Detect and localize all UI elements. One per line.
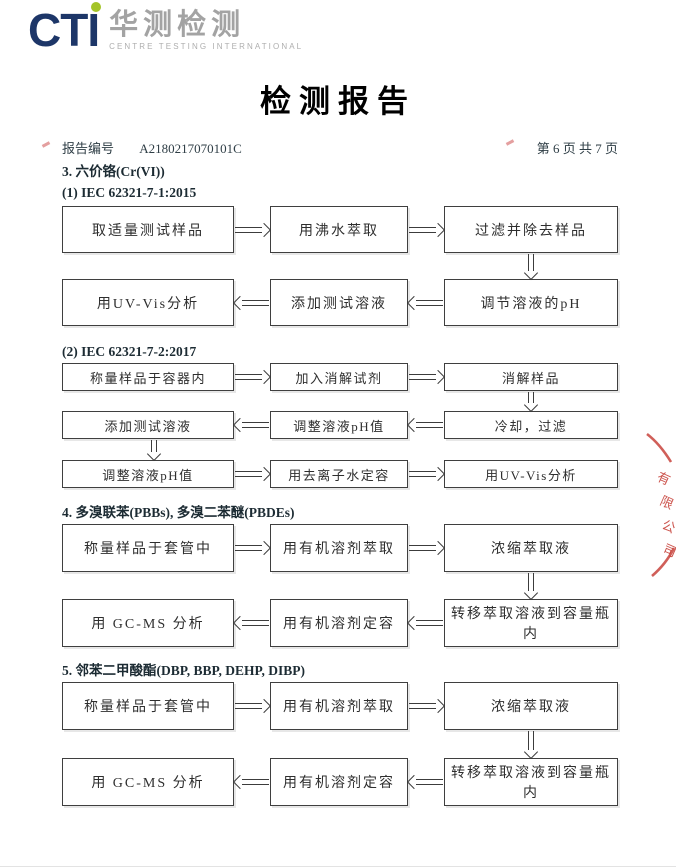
- flow-step-box: 称量样品于容器内: [62, 363, 234, 391]
- stamp-char: 限: [658, 493, 676, 512]
- arrow-down-icon: [146, 440, 162, 462]
- arrow-right-icon: [408, 466, 446, 482]
- flow-step-box: 转移萃取溶液到容量瓶内: [444, 599, 618, 647]
- flow-row: 取适量测试样品 用沸水萃取 过滤并除去样品: [62, 206, 618, 253]
- flow-step-box: 添加测试溶液: [270, 279, 408, 326]
- cti-logo-acronym: CTI: [28, 2, 102, 53]
- arrow-left-icon: [232, 615, 270, 631]
- flow-step-box: 用 GC-MS 分析: [62, 758, 234, 806]
- report-content: 3. 六价铬(Cr(VI)) (1) IEC 62321-7-1:2015 取适…: [62, 163, 618, 806]
- flow-step-box: 用有机溶剂萃取: [270, 682, 408, 730]
- flow-step-box: 调节溶液的pH: [444, 279, 618, 326]
- flow-row: 称量样品于套管中 用有机溶剂萃取 浓缩萃取液: [62, 682, 618, 730]
- arrow-down-icon: [523, 731, 539, 760]
- flow-connector-row: [62, 391, 618, 413]
- report-meta-row: 报告编号 A2180217070101C 第 6 页 共 7 页: [62, 138, 618, 157]
- flow-row: 调整溶液pH值 用去离子水定容 用UV-Vis分析: [62, 460, 618, 488]
- logo-english-name: CENTRE TESTING INTERNATIONAL: [109, 42, 304, 51]
- arrow-right-icon: [234, 698, 272, 714]
- arrow-right-icon: [234, 466, 272, 482]
- arrow-right-icon: [234, 540, 272, 556]
- stamp-arc-top: [646, 432, 673, 463]
- arrow-right-icon: [408, 540, 446, 556]
- section-heading-phthalates: 5. 邻苯二甲酸酯(DBP, BBP, DEHP, DIBP): [62, 663, 306, 678]
- flow-step-box: 浓缩萃取液: [444, 524, 618, 572]
- flow-connector-row: [62, 730, 618, 760]
- arrow-right-icon: [408, 369, 446, 385]
- logo-green-dot-icon: [91, 2, 102, 12]
- flow-step-box: 用去离子水定容: [270, 460, 408, 488]
- flow-step-box: 用UV-Vis分析: [444, 460, 618, 488]
- flow-row: 用 GC-MS 分析 用有机溶剂定容 转移萃取溶液到容量瓶内: [62, 758, 618, 806]
- page-indicator: 第 6 页 共 7 页: [536, 141, 618, 156]
- arrow-down-icon: [523, 573, 539, 601]
- arrow-right-icon: [234, 369, 272, 385]
- page-title: 检测报告: [260, 84, 416, 119]
- report-number-label: 报告编号: [62, 141, 115, 156]
- stamp-char: 司: [661, 541, 676, 560]
- logo-names: 华测检测 CENTRE TESTING INTERNATIONAL: [109, 10, 303, 52]
- flow-step-box: 称量样品于套管中: [62, 524, 234, 572]
- subsection-heading-iec-62321-7-1: (1) IEC 62321-7-1:2015: [62, 185, 197, 200]
- section-heading-cr6: 3. 六价铬(Cr(VI)): [62, 164, 165, 179]
- flow-row: 用UV-Vis分析 添加测试溶液 调节溶液的pH: [62, 279, 618, 326]
- arrow-left-icon: [232, 774, 270, 790]
- arrow-right-icon: [408, 698, 446, 714]
- flow-row: 添加测试溶液 调整溶液pH值 冷却，过滤: [62, 411, 618, 439]
- flow-row: 称量样品于容器内 加入消解试剂 消解样品: [62, 363, 618, 391]
- company-stamp-fragment: 有 限 公 司: [646, 432, 676, 577]
- logo-chinese-name: 华测检测: [109, 9, 246, 41]
- page-bottom-rule: [0, 866, 676, 867]
- arrow-left-icon: [406, 615, 444, 631]
- arrow-right-icon: [408, 222, 446, 237]
- report-number: 报告编号 A2180217070101C: [62, 138, 242, 157]
- cti-logo-text: CTI: [28, 4, 100, 56]
- arrow-left-icon: [406, 774, 444, 790]
- flow-step-box: 用沸水萃取: [270, 206, 408, 253]
- stamp-arc-bottom: [651, 547, 676, 577]
- flow-step-box: 添加测试溶液: [62, 411, 234, 439]
- report-number-value: A2180217070101C: [139, 141, 242, 156]
- flow-row: 称量样品于套管中 用有机溶剂萃取 浓缩萃取液: [62, 524, 618, 572]
- flow-step-box: 用 GC-MS 分析: [62, 599, 234, 647]
- flow-step-box: 消解样品: [444, 363, 618, 391]
- arrow-down-icon: [523, 392, 539, 413]
- arrow-left-icon: [406, 295, 444, 310]
- flow-step-box: 称量样品于套管中: [62, 682, 234, 730]
- arrow-left-icon: [406, 417, 444, 433]
- stamp-char: 有: [655, 469, 673, 488]
- arrow-down-icon: [523, 254, 539, 281]
- flow-step-box: 用有机溶剂萃取: [270, 524, 408, 572]
- flow-step-box: 加入消解试剂: [270, 363, 408, 391]
- flow-step-box: 用有机溶剂定容: [270, 758, 408, 806]
- flow-step-box: 调整溶液pH值: [270, 411, 408, 439]
- arrow-left-icon: [232, 417, 270, 433]
- flow-connector-row: [62, 439, 618, 462]
- stamp-char: 公: [660, 517, 676, 536]
- section-heading-pbbs-pbdes: 4. 多溴联苯(PBBs), 多溴二苯醚(PBDEs): [62, 505, 295, 520]
- subsection-heading-iec-62321-7-2: (2) IEC 62321-7-2:2017: [62, 344, 197, 359]
- flow-step-box: 用UV-Vis分析: [62, 279, 234, 326]
- flow-step-box: 冷却，过滤: [444, 411, 618, 439]
- flow-step-box: 调整溶液pH值: [62, 460, 234, 488]
- flow-step-box: 取适量测试样品: [62, 206, 234, 253]
- red-scan-mark: [41, 141, 51, 148]
- arrow-left-icon: [232, 295, 270, 310]
- flow-row: 用 GC-MS 分析 用有机溶剂定容 转移萃取溶液到容量瓶内: [62, 599, 618, 647]
- flow-step-box: 过滤并除去样品: [444, 206, 618, 253]
- cti-logo: CTI 华测检测 CENTRE TESTING INTERNATIONAL: [28, 2, 303, 53]
- flow-step-box: 浓缩萃取液: [444, 682, 618, 730]
- flow-step-box: 转移萃取溶液到容量瓶内: [444, 758, 618, 806]
- flow-step-box: 用有机溶剂定容: [270, 599, 408, 647]
- flow-connector-row: [62, 253, 618, 281]
- arrow-right-icon: [234, 222, 272, 237]
- flow-connector-row: [62, 572, 618, 601]
